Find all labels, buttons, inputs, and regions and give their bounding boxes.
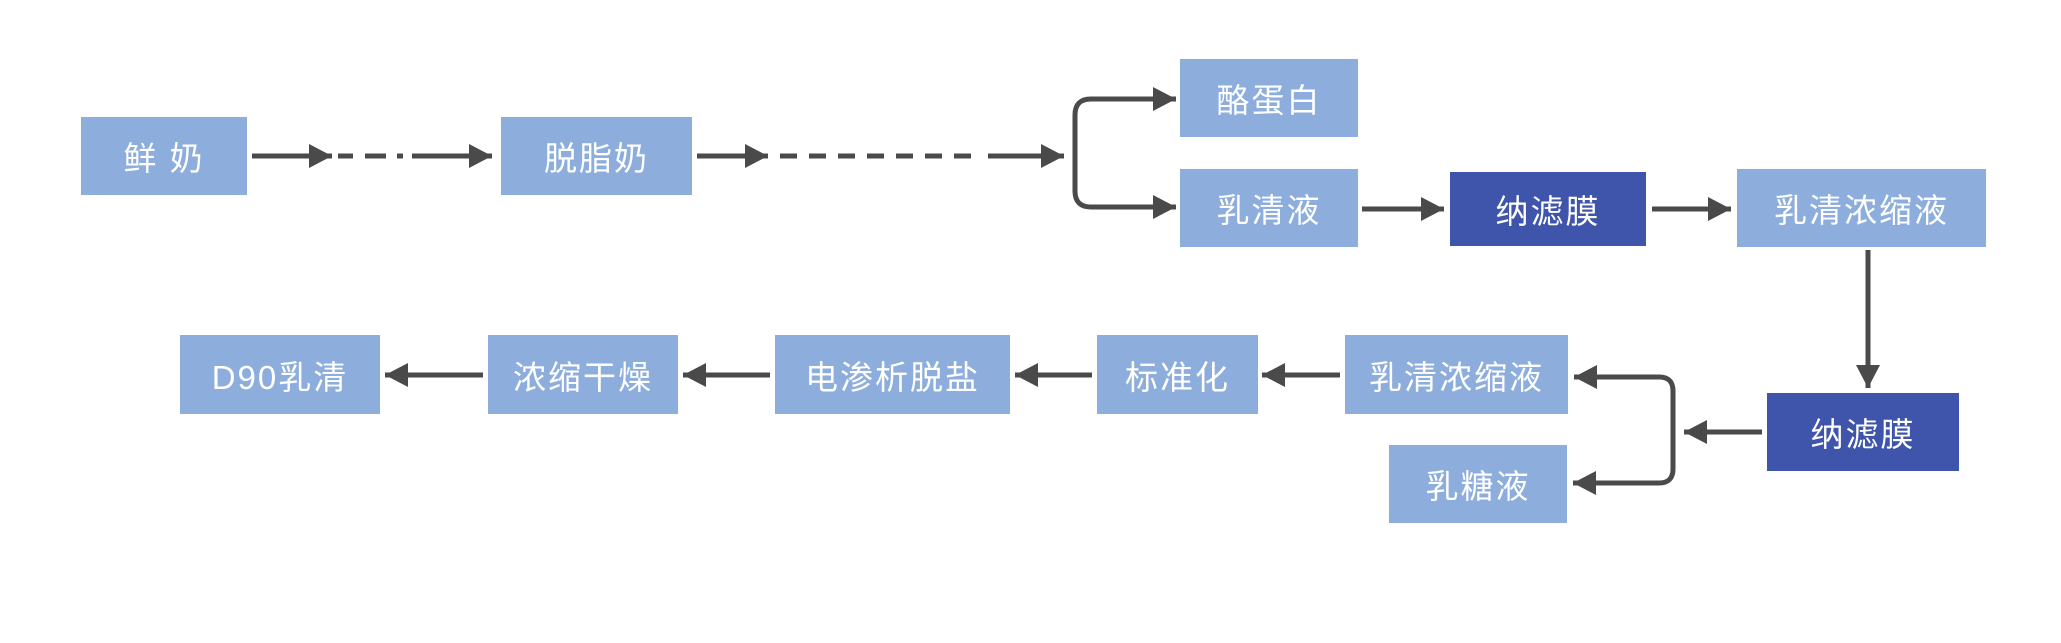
- node-whey-liquid: 乳清液: [1180, 169, 1358, 247]
- node-whey-concentrate-1: 乳清浓缩液: [1737, 169, 1986, 247]
- edge-fork-to-lactose: [1573, 427, 1676, 495]
- node-nanofiltration-membrane-1: 纳滤膜: [1450, 172, 1646, 246]
- node-whey-concentrate-2: 乳清浓缩液: [1345, 335, 1568, 414]
- node-lactose-liquid: 乳糖液: [1389, 445, 1567, 523]
- node-skim-milk: 脱脂奶: [501, 117, 692, 195]
- node-standardization: 标准化: [1097, 335, 1258, 414]
- edge-fork-to-whey-liquid: [1072, 151, 1176, 219]
- node-nanofiltration-membrane-2: 纳滤膜: [1767, 393, 1959, 471]
- node-fresh-milk: 鲜 奶: [81, 117, 247, 195]
- edge-fork-to-casein: [1072, 87, 1176, 161]
- node-concentrate-dry: 浓缩干燥: [488, 335, 678, 414]
- node-casein: 酪蛋白: [1180, 59, 1358, 137]
- node-d90-whey: D90乳清: [180, 335, 380, 414]
- node-electrodialysis-desalting: 电渗析脱盐: [775, 335, 1010, 414]
- edge-fork-to-whey-conc2: [1574, 365, 1676, 437]
